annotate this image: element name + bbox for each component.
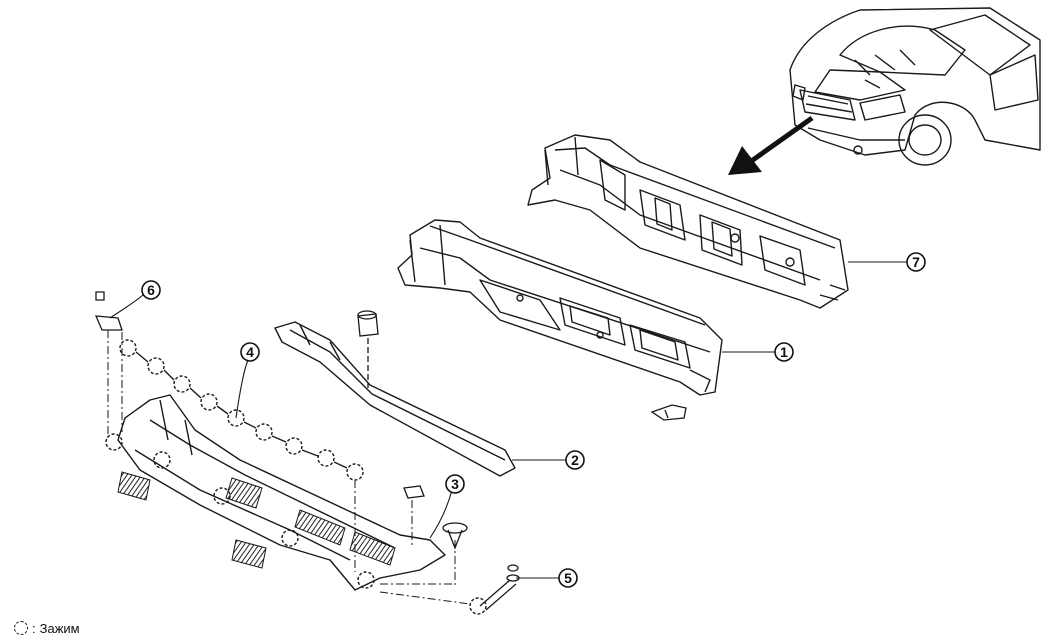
dashed-circle-icon — [14, 621, 28, 635]
part-3-cowl-cover — [117, 394, 446, 591]
callout-5-label: 5 — [564, 570, 572, 586]
callout-6: 6 — [141, 280, 161, 300]
callout-1-label: 1 — [780, 344, 788, 360]
locator-arrow — [728, 115, 814, 175]
part-7-cowl-top-panel — [527, 134, 849, 309]
callout-3: 3 — [445, 474, 465, 494]
grommet — [357, 310, 379, 388]
legend-text: Зажим — [39, 620, 80, 636]
callout-5: 5 — [558, 568, 578, 588]
legend: : Зажим — [14, 618, 80, 638]
callout-4: 4 — [240, 342, 260, 362]
part-1-cowl-top — [397, 219, 723, 396]
part-2-seal-strip — [274, 321, 516, 477]
part-4-clips — [105, 339, 487, 615]
callout-1: 1 — [774, 342, 794, 362]
callout-4-label: 4 — [246, 344, 254, 360]
callout-7-label: 7 — [912, 254, 920, 270]
vehicle-locator-illustration — [789, 7, 1041, 166]
vent-grilles — [117, 471, 396, 569]
legend-separator: : — [32, 620, 36, 636]
callout-2: 2 — [565, 450, 585, 470]
callout-3-label: 3 — [451, 476, 459, 492]
leader-lines — [109, 261, 908, 579]
callout-6-label: 6 — [147, 282, 155, 298]
callout-2-label: 2 — [571, 452, 579, 468]
small-bracket — [650, 404, 687, 421]
callout-7: 7 — [906, 252, 926, 272]
